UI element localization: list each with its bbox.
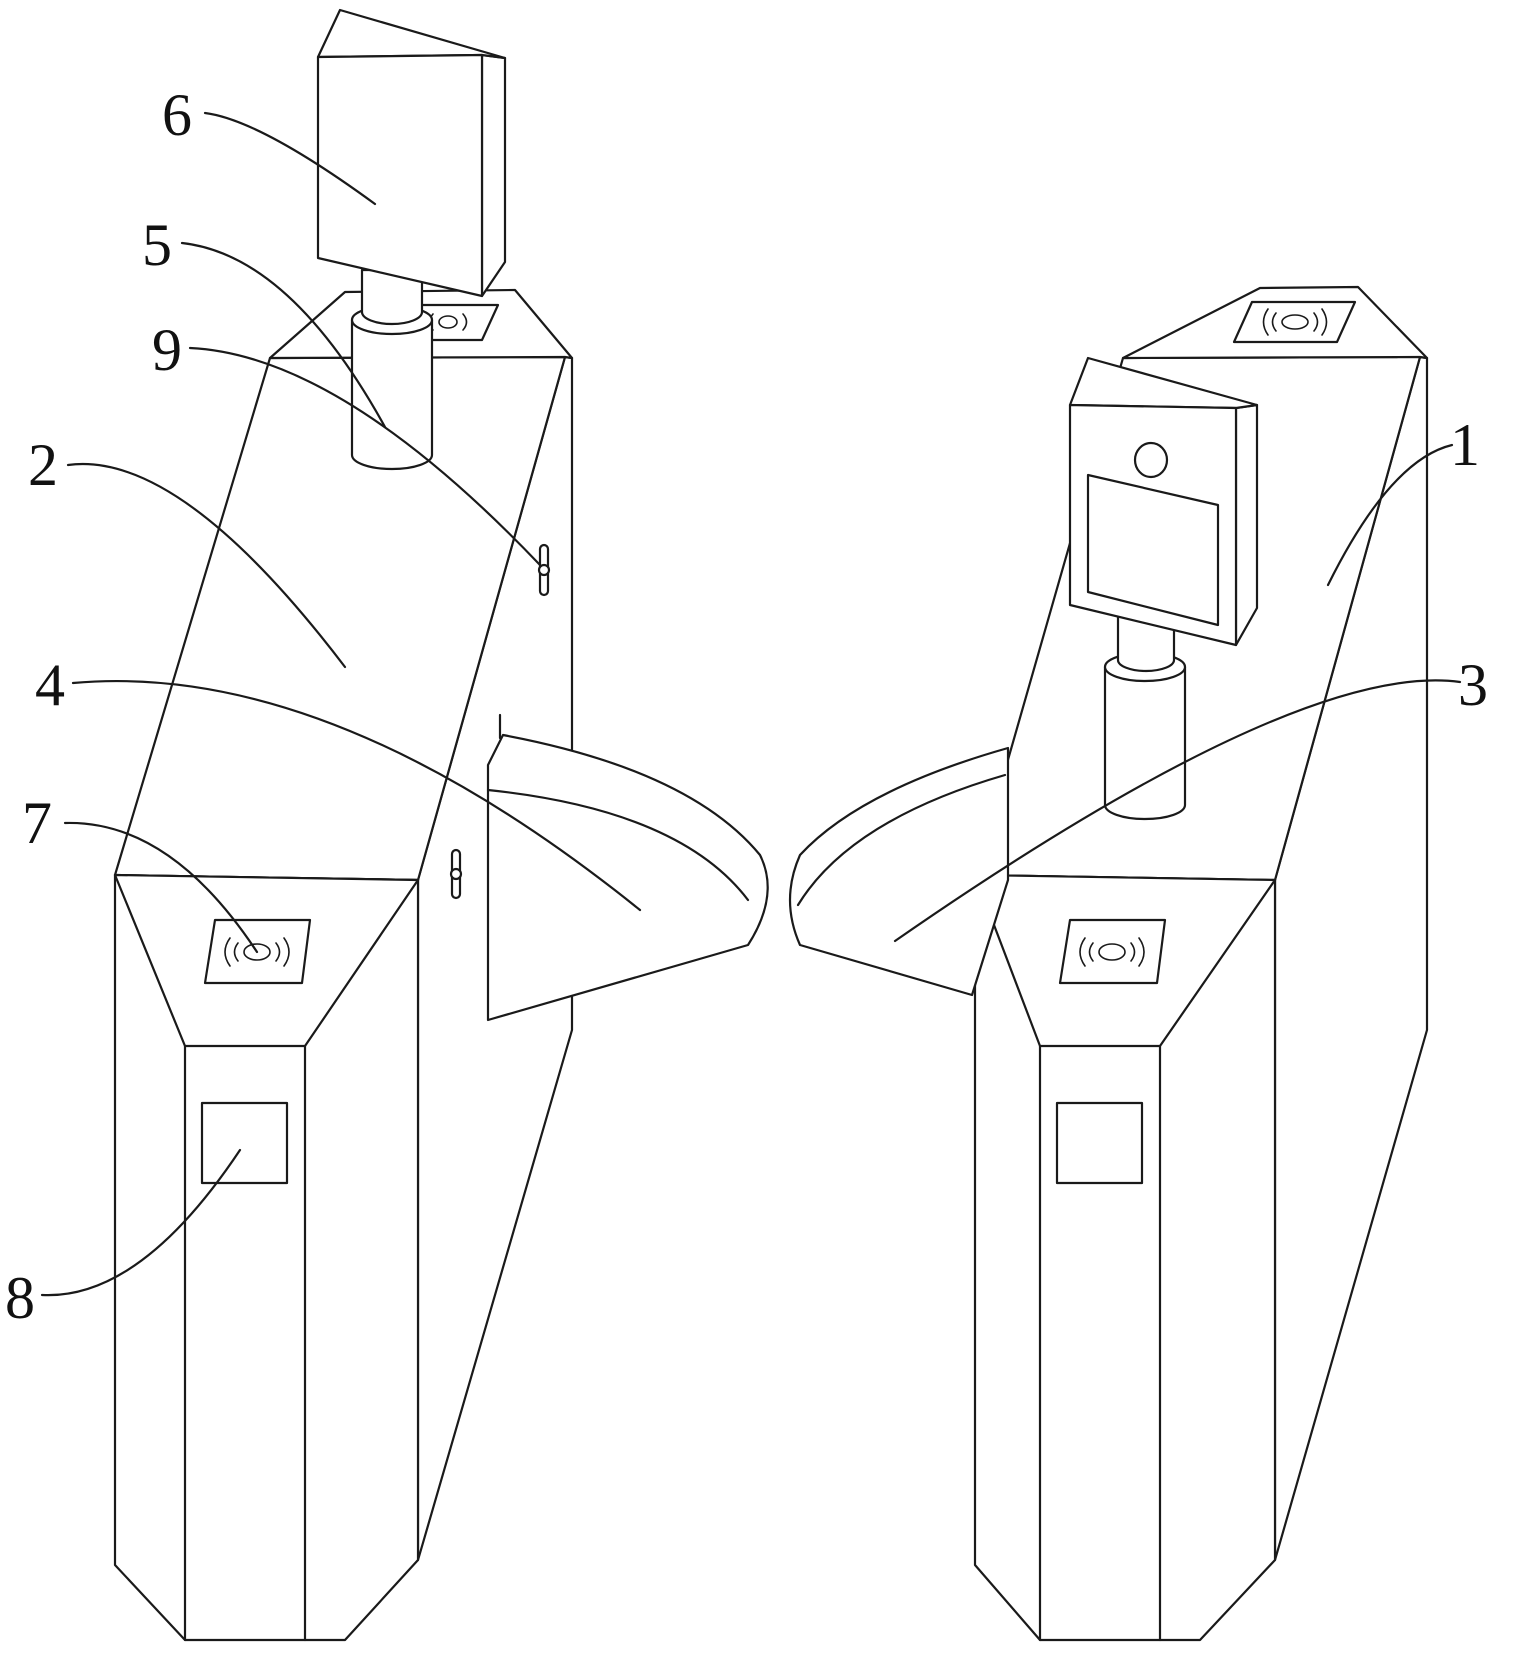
- leader-lines: [40, 111, 1462, 1297]
- right-top-nfc-icon: [1262, 308, 1328, 336]
- reference-labels: 1 2 3 4 5 6 7 8 9: [5, 82, 1488, 1331]
- left-latch-lower: [449, 848, 463, 900]
- right-top-card-reader: [1232, 300, 1357, 344]
- right-display-window: [1055, 1101, 1144, 1185]
- leader-line-7: [63, 821, 259, 954]
- left-flap-wing: [486, 733, 769, 1022]
- left-screen-box: [316, 53, 484, 298]
- right-gate-unit: [788, 285, 1429, 1642]
- label-1: 1: [1450, 412, 1480, 478]
- leader-line-5: [180, 241, 387, 429]
- right-flap-wing: [788, 746, 1010, 997]
- left-latch-upper: [537, 543, 551, 597]
- label-9: 9: [152, 317, 182, 383]
- left-screen-box-side: [480, 53, 507, 298]
- leader-line-9: [188, 346, 542, 567]
- leader-line-8: [40, 1148, 242, 1297]
- label-5: 5: [142, 212, 172, 278]
- label-2: 2: [28, 432, 58, 498]
- left-flap-edge: [486, 788, 750, 902]
- right-card-reader: [1058, 918, 1167, 985]
- label-3: 3: [1458, 652, 1488, 718]
- leader-line-6: [203, 111, 377, 206]
- left-screen-box-top: [316, 8, 507, 60]
- left-pole-upper: [360, 268, 424, 326]
- label-7: 7: [22, 790, 52, 856]
- left-nfc-icon: [224, 937, 290, 967]
- label-4: 4: [35, 652, 65, 718]
- leader-line-1: [1326, 443, 1454, 587]
- right-flap-edge: [796, 773, 1007, 907]
- right-terminal-camera-icon: [1133, 441, 1169, 479]
- left-display-window: [200, 1101, 289, 1185]
- right-nfc-icon: [1079, 937, 1145, 967]
- label-8: 8: [5, 1265, 35, 1331]
- leader-line-4: [71, 679, 642, 912]
- label-6: 6: [162, 82, 192, 148]
- right-pole-upper: [1116, 613, 1176, 673]
- left-gate-unit: [113, 8, 769, 1642]
- right-terminal-side: [1234, 403, 1259, 647]
- leader-line-3: [893, 679, 1462, 943]
- left-pole-lower: [350, 318, 434, 471]
- right-pole-lower: [1103, 665, 1187, 821]
- right-terminal-screen: [1086, 473, 1220, 627]
- leader-line-2: [66, 462, 347, 669]
